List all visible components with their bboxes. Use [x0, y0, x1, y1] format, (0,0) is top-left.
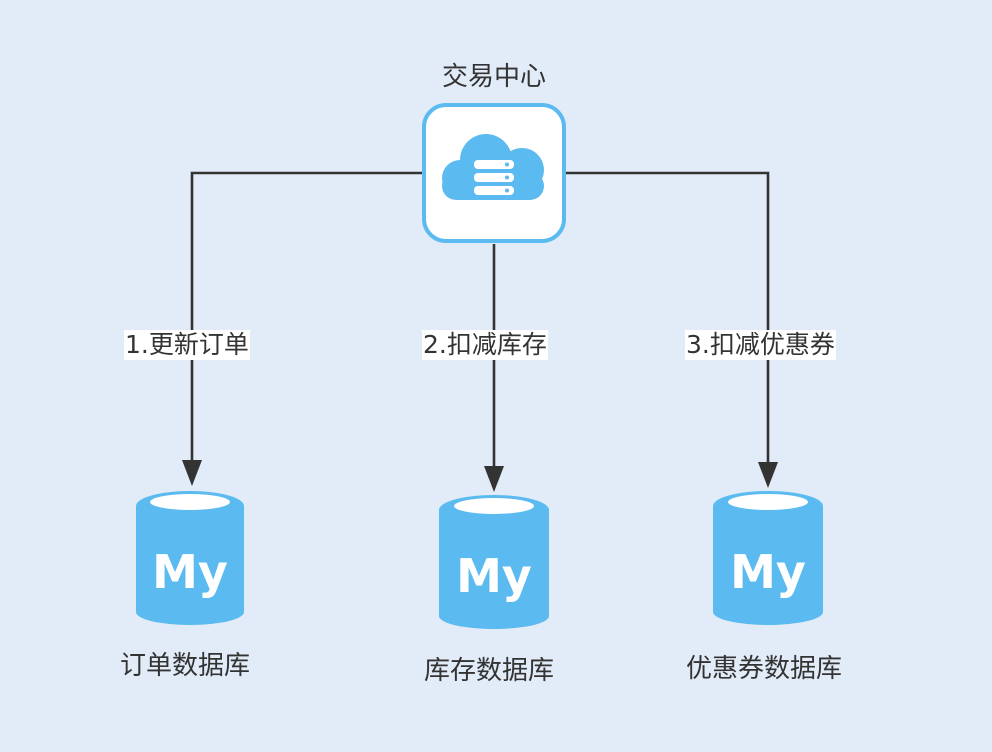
mysql-database-icon: My [439, 495, 549, 629]
db-logo-text: My [456, 549, 532, 603]
db-logo-text: My [152, 545, 228, 599]
node-title: 交易中心 [442, 62, 547, 92]
arrowhead-inventory [484, 466, 504, 492]
edge-label-deduct-inventory: 2.扣减库存 [422, 330, 548, 360]
db-label-inventory: 库存数据库 [424, 656, 555, 686]
edge-label-deduct-coupon: 3.扣减优惠券 [685, 330, 836, 360]
mysql-database-icon: My [136, 491, 244, 625]
db-logo-text: My [730, 545, 806, 599]
arrowhead-order [182, 460, 202, 486]
connector-coupon [566, 171, 770, 466]
connector-order [190, 171, 422, 466]
mysql-database-icon: My [713, 491, 823, 625]
cloud-server-icon [422, 103, 566, 243]
edge-label-update-order: 1.更新订单 [124, 330, 250, 360]
arrowhead-coupon [758, 462, 778, 488]
db-label-order: 订单数据库 [120, 651, 251, 681]
db-label-coupon: 优惠券数据库 [686, 654, 843, 684]
